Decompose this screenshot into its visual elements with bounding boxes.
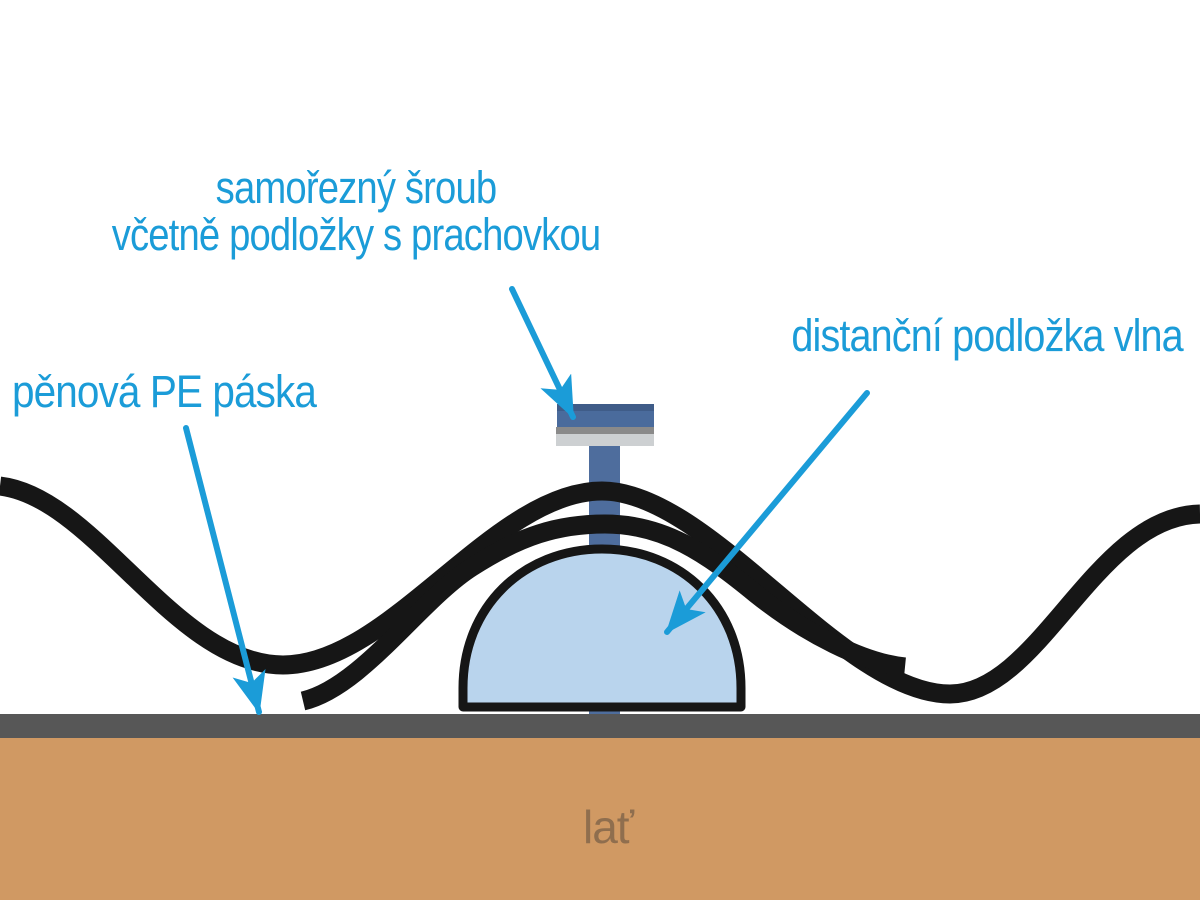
label-screw: samořezný šroub včetně podložky s pracho…	[112, 164, 601, 258]
label-screw-line1: samořezný šroub	[215, 162, 497, 213]
screw-callout-arrow	[509, 286, 576, 420]
pe-tape-callout-arrow	[183, 425, 266, 715]
label-screw-line2: včetně podložky s prachovkou	[111, 209, 601, 260]
screw-head-top-edge	[557, 404, 654, 411]
pe-tape-strip	[0, 714, 1200, 738]
washer-plate	[556, 427, 654, 434]
label-spacer: distanční podložka vlna	[791, 310, 1184, 361]
overlap-sheet-profile	[300, 514, 907, 711]
washer-seal	[556, 434, 654, 446]
spacer-callout-arrow	[664, 390, 870, 635]
spacer-dome	[458, 544, 746, 712]
label-batten: lať	[582, 801, 634, 853]
corrugated-sheet-profile	[0, 476, 1200, 704]
batten	[0, 738, 1200, 900]
label-pe-tape: pěnová PE páska	[12, 366, 317, 417]
